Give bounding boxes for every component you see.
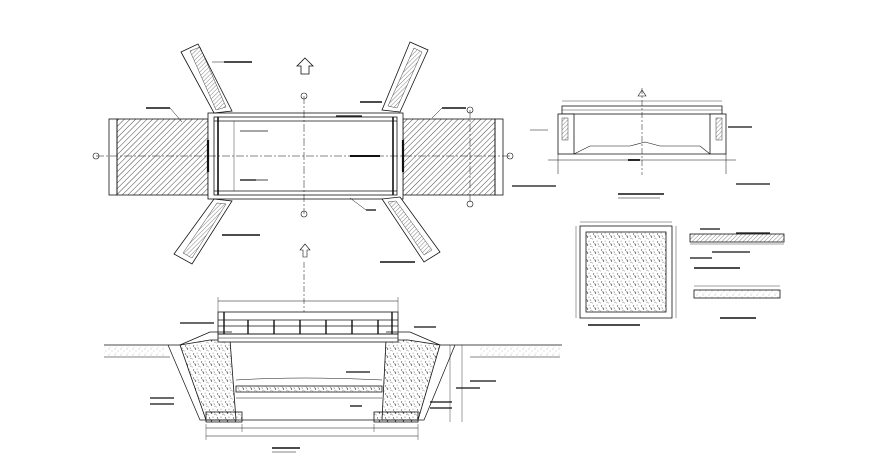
- riverbed: [235, 385, 383, 393]
- plan-view: [92, 41, 514, 265]
- right-abutment: [381, 339, 441, 421]
- right-footing: [373, 411, 419, 423]
- left-ground-fill: [104, 345, 164, 357]
- cross-section-view: [104, 243, 562, 453]
- slab-fill: [585, 231, 667, 313]
- left-footing: [205, 411, 243, 423]
- grid-marker-icon: [92, 92, 514, 218]
- north-arrow-icon: [296, 57, 314, 75]
- left-abutment: [179, 339, 237, 421]
- right-ground-fill: [480, 345, 560, 357]
- left-embankment: [116, 118, 209, 196]
- slab-detail-view: [575, 221, 677, 326]
- right-embankment: [402, 118, 496, 196]
- slab-section-view: [689, 228, 785, 319]
- longitudinal-section-view: [512, 88, 770, 199]
- railing: [217, 311, 399, 335]
